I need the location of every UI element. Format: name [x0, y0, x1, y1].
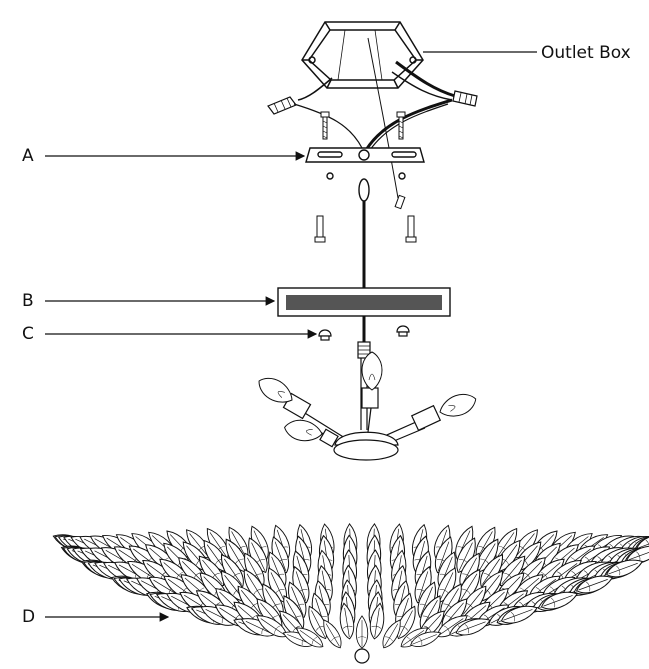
- leaf: [355, 615, 369, 649]
- ground-screw: [394, 194, 406, 210]
- mounting-screws-top: [320, 111, 406, 140]
- label-b: B: [22, 291, 34, 311]
- crossbar-a: [305, 147, 425, 180]
- bottom-finial: [354, 648, 370, 664]
- mounting-screws-lower: [314, 215, 417, 243]
- fixture-wires: [293, 98, 453, 151]
- label-c: C: [22, 324, 34, 344]
- supply-wires: [297, 37, 456, 199]
- finials-c: [318, 325, 410, 341]
- label-d: D: [22, 607, 36, 627]
- outlet-box-drawing: [301, 21, 424, 89]
- wire-nut-right: [452, 90, 478, 107]
- outlet-box-label: Outlet Box: [541, 43, 631, 63]
- chain-loop: [358, 178, 370, 202]
- wire-nut-left: [267, 96, 297, 115]
- canopy-plate-b: [277, 287, 451, 317]
- label-a: A: [22, 146, 34, 166]
- leaf-bowl-d: [50, 522, 649, 664]
- light-cluster: [253, 351, 480, 461]
